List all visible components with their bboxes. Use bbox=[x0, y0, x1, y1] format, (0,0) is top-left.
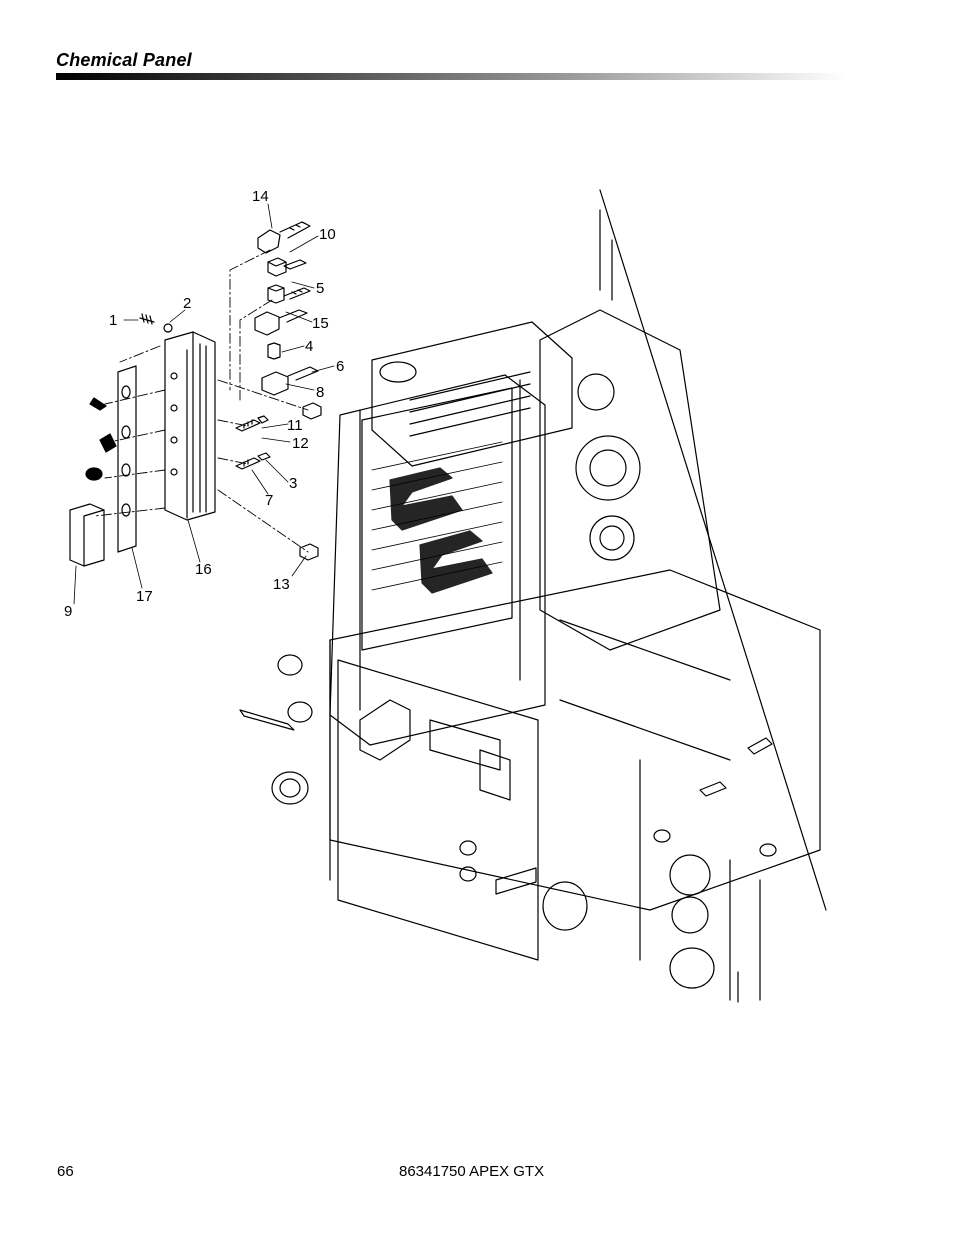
callout-1: 1 bbox=[109, 312, 117, 329]
document-id: 86341750 APEX GTX bbox=[399, 1163, 545, 1180]
callout-5: 5 bbox=[316, 280, 324, 297]
callout-17: 17 bbox=[136, 588, 153, 605]
callout-3: 3 bbox=[289, 475, 297, 492]
callout-10: 10 bbox=[319, 226, 336, 243]
callout-16: 16 bbox=[195, 561, 212, 578]
header-rule bbox=[56, 73, 846, 80]
callout-7: 7 bbox=[265, 492, 273, 509]
callout-12: 12 bbox=[292, 435, 309, 452]
callout-2: 2 bbox=[183, 295, 191, 312]
callout-numbers: 1 2 3 4 5 6 7 8 9 10 11 12 13 14 15 16 1… bbox=[64, 188, 344, 620]
callout-15: 15 bbox=[312, 315, 329, 332]
machine-assembly bbox=[239, 189, 827, 1003]
exploded-fittings bbox=[69, 221, 322, 567]
callout-6: 6 bbox=[336, 358, 344, 375]
callout-8: 8 bbox=[316, 384, 324, 401]
callout-9: 9 bbox=[64, 603, 72, 620]
callout-14: 14 bbox=[252, 188, 269, 205]
callout-4: 4 bbox=[305, 338, 313, 355]
callout-leaders bbox=[73, 203, 335, 605]
page-number: 66 bbox=[57, 1163, 74, 1180]
section-title: Chemical Panel bbox=[56, 50, 192, 70]
callout-13: 13 bbox=[273, 576, 290, 593]
callout-11: 11 bbox=[287, 417, 303, 434]
